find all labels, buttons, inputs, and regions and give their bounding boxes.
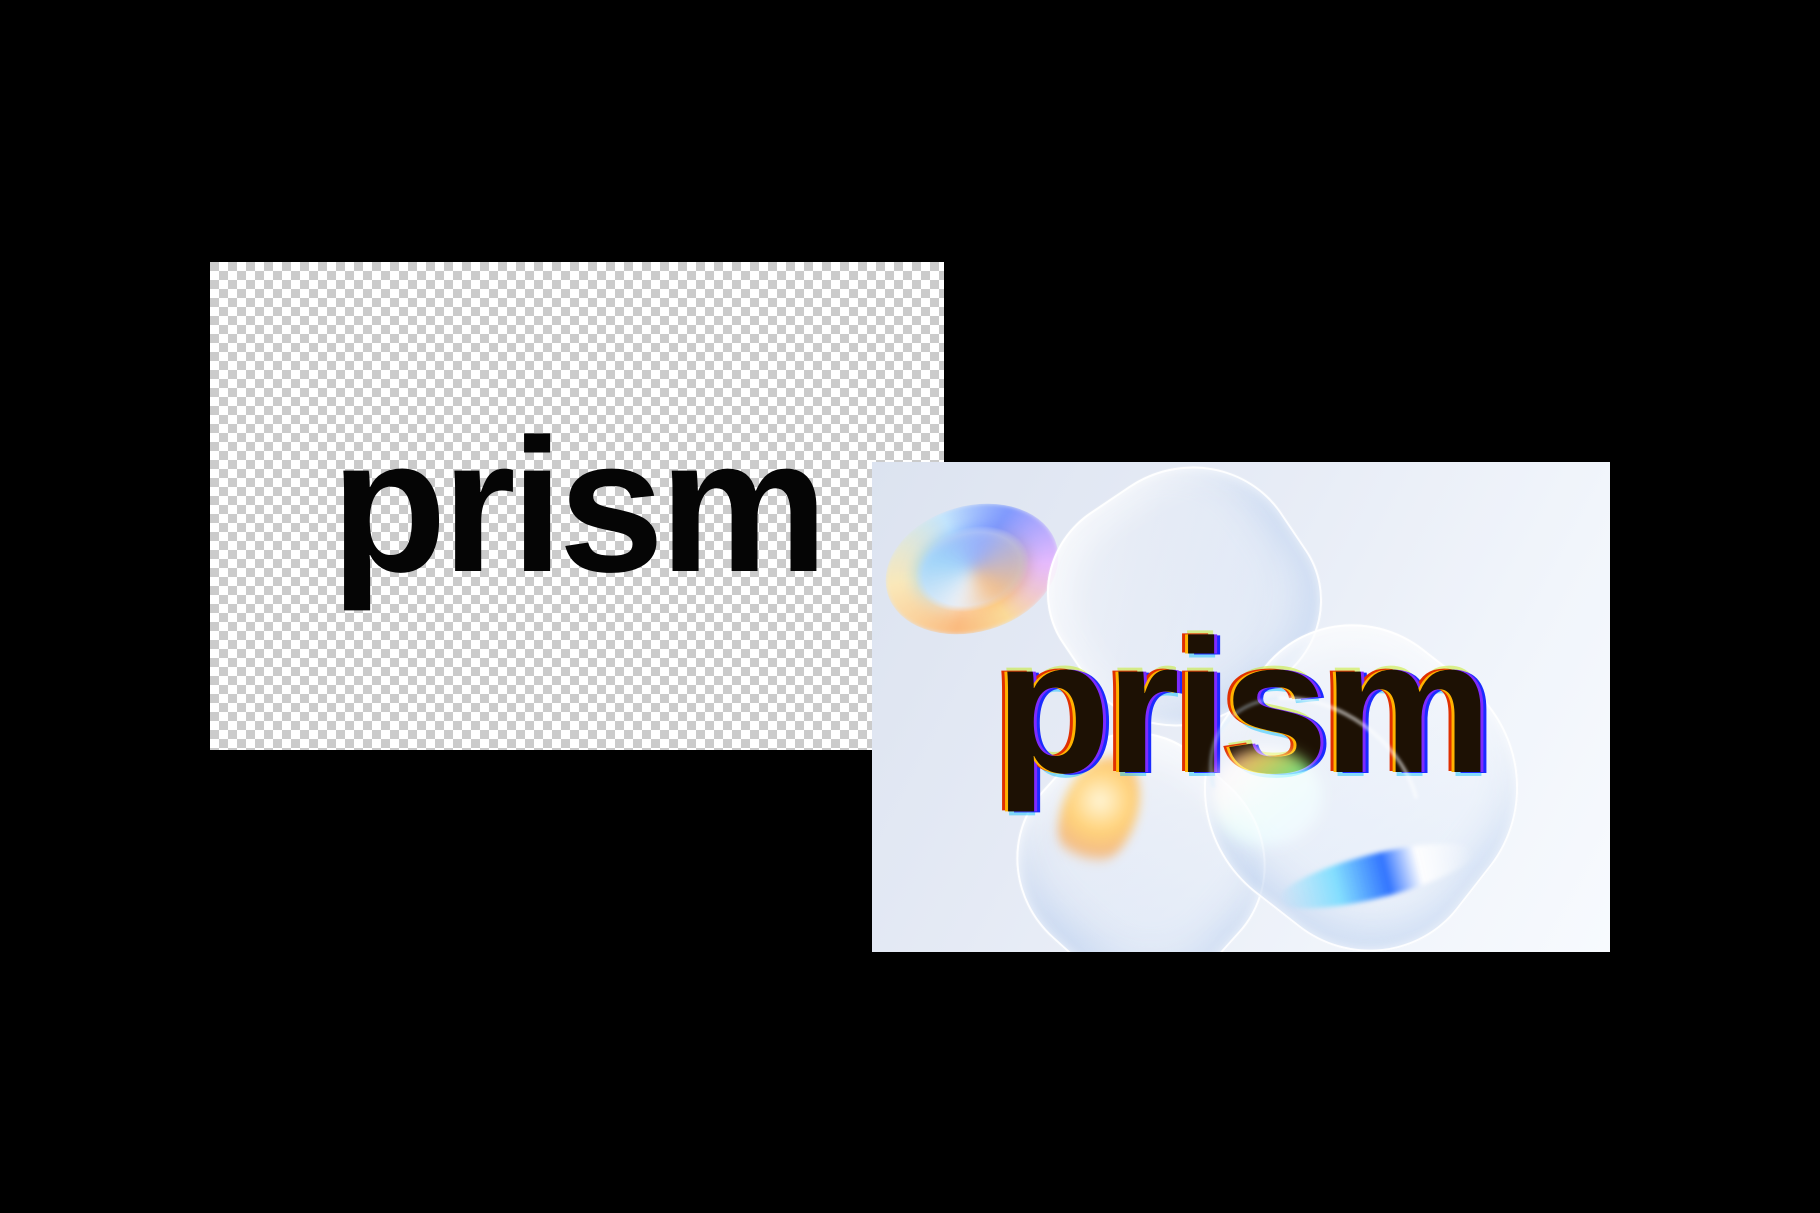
prism-wordmark-black: prism — [330, 400, 828, 612]
transparency-checkerboard — [210, 262, 944, 750]
rainbow-refraction-patch — [1210, 748, 1322, 846]
logo-card-glass: prism — [872, 462, 1610, 952]
logo-card-transparent: prism — [210, 262, 944, 750]
